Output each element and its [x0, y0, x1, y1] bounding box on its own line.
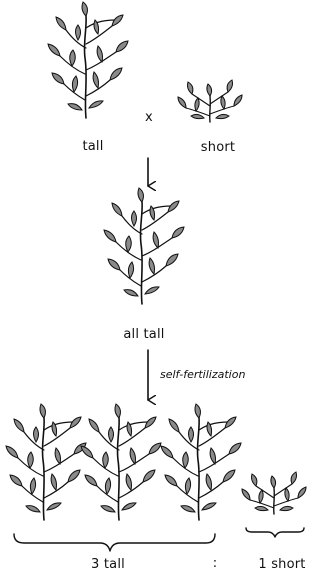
f1-label: all tall — [123, 327, 164, 342]
f2-tall-plant — [5, 403, 87, 521]
f2-tall-label: 3 tall — [91, 557, 125, 572]
tall-parent-label: tall — [82, 139, 103, 154]
tall-group-brace — [13, 533, 216, 552]
cross-symbol: x — [145, 110, 153, 125]
self-fertilization-label: self-fertilization — [160, 368, 245, 381]
f1-tall-plant — [103, 187, 185, 305]
f2-tall-plant — [160, 403, 242, 521]
short-group-brace — [245, 527, 305, 538]
f2-short-plant — [241, 471, 307, 515]
ratio-separator: : — [213, 556, 218, 571]
tall-parent-plant — [47, 1, 129, 119]
short-parent-label: short — [201, 140, 235, 155]
short-parent-plant — [177, 79, 243, 123]
f2-short-label: 1 short — [258, 557, 305, 572]
f2-tall-plant — [80, 403, 162, 521]
